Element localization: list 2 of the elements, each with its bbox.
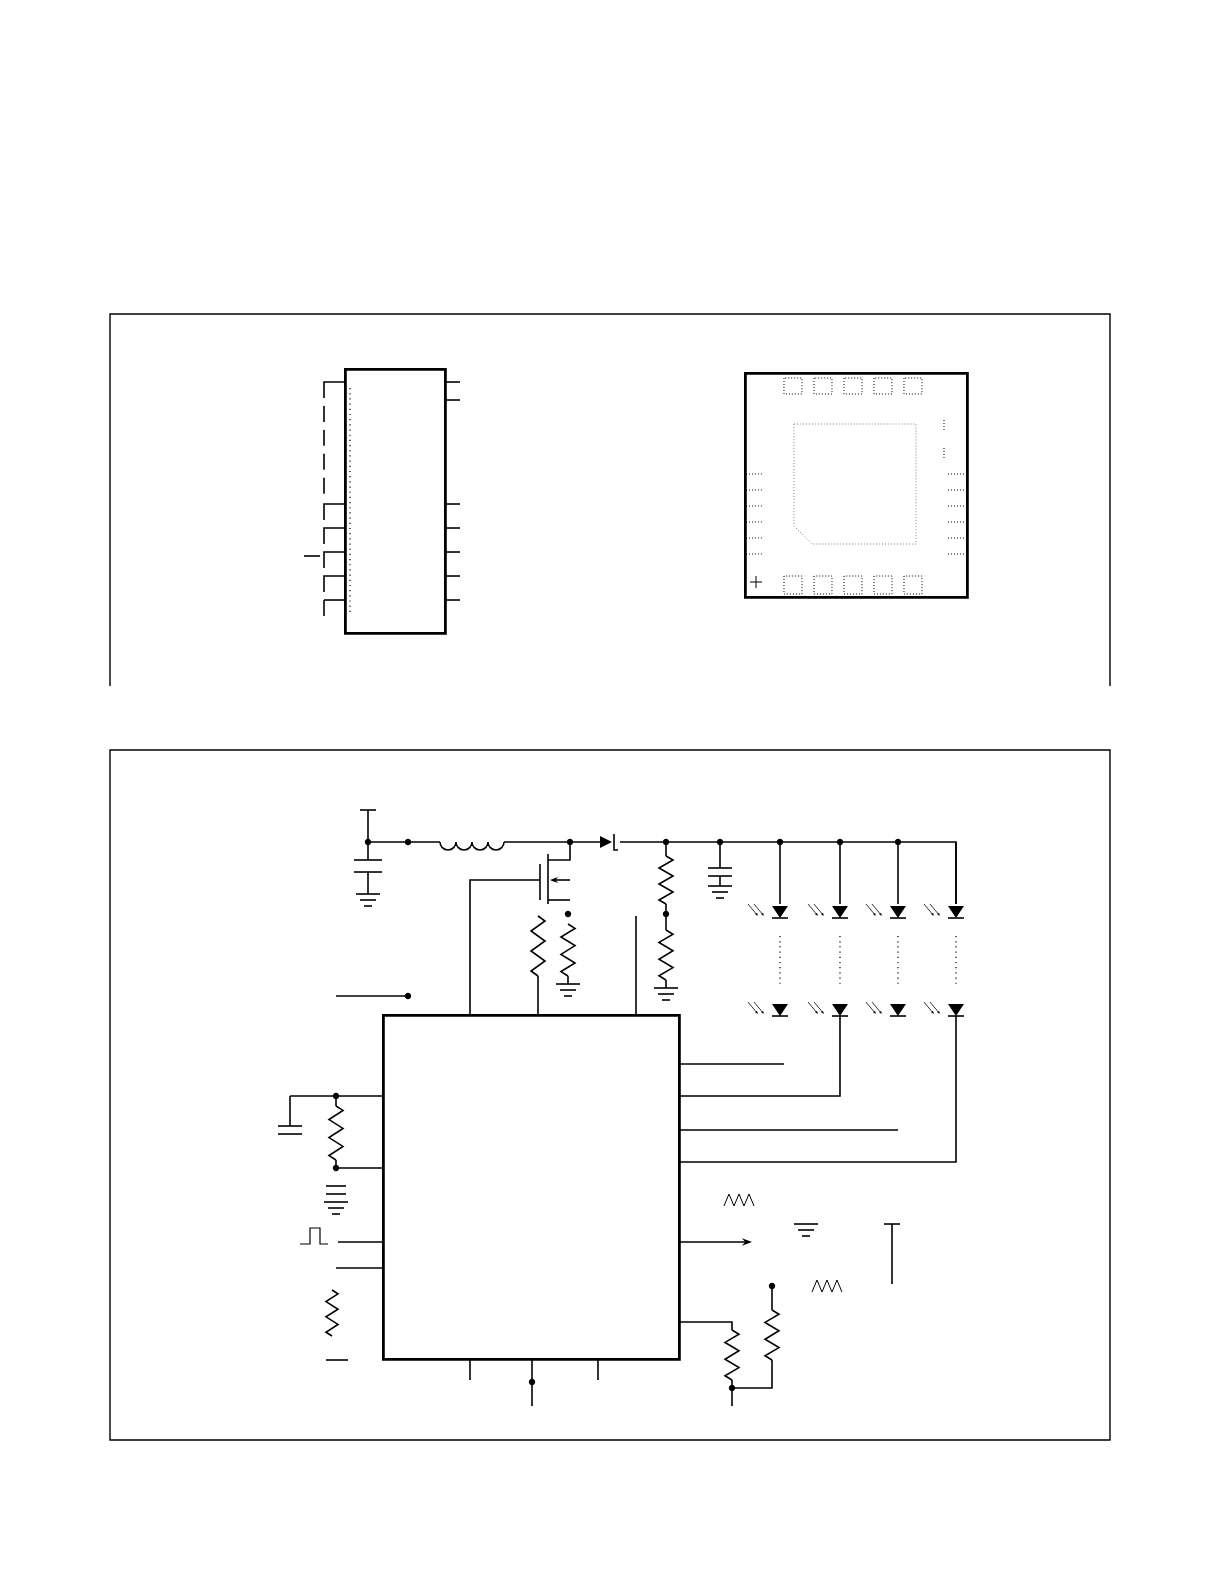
chip-package <box>344 368 447 635</box>
chip-block <box>382 1014 681 1361</box>
